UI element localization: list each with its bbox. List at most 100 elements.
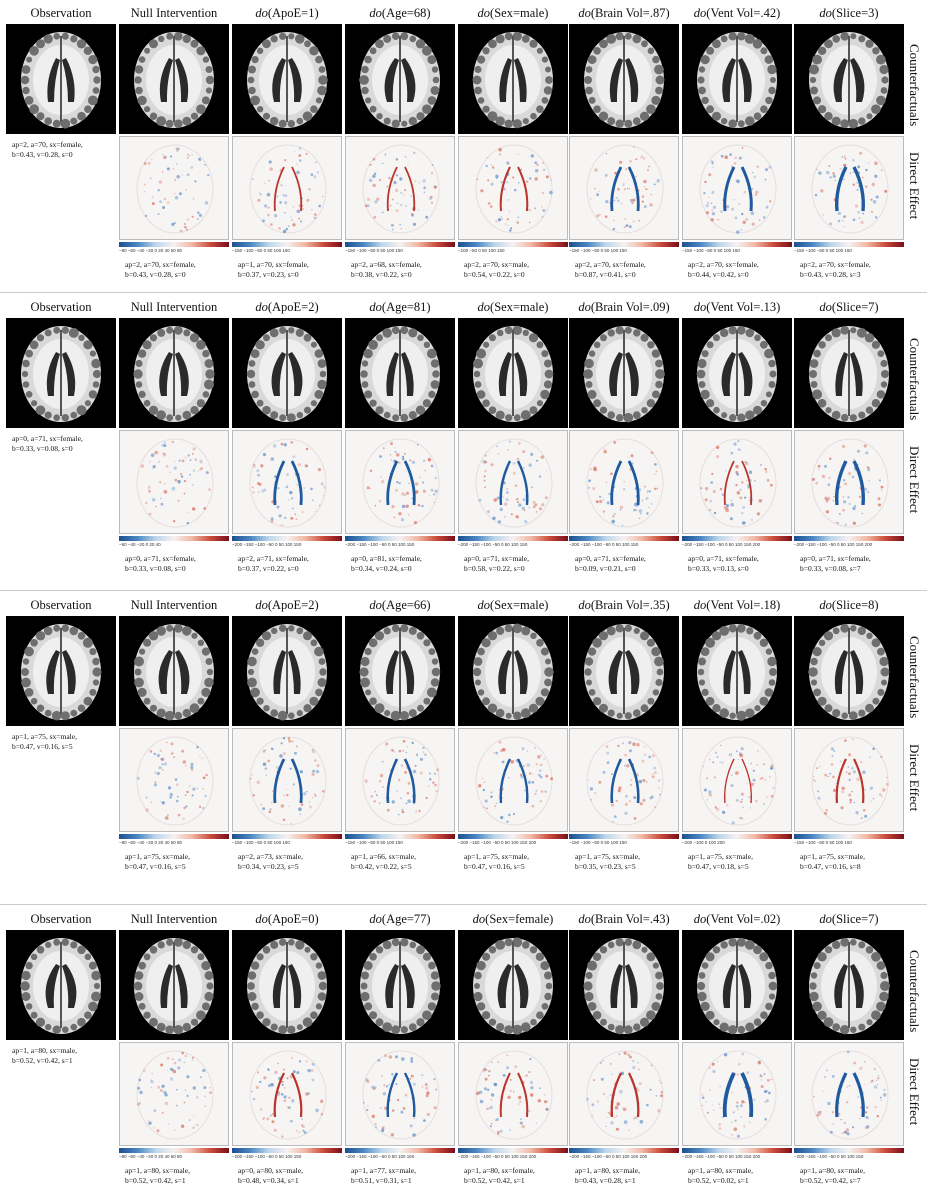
sulcus [753,1018,762,1026]
diff-speckle [873,1067,877,1071]
sulcus [428,961,436,970]
diff-speckle [278,227,281,230]
diff-speckle [176,1088,178,1091]
counterfactual-image [569,616,679,726]
diff-speckle [614,1116,616,1119]
diff-speckle [202,776,206,780]
diff-speckle [829,772,832,775]
sulcus [824,704,833,713]
diff-speckle [536,163,539,166]
diff-speckle [390,442,393,446]
diff-speckle [709,758,711,761]
diff-speckle [261,489,265,493]
counterfactual-image [119,930,229,1040]
diff-speckle [764,778,767,781]
sulcus [632,940,642,950]
sulcus [809,359,819,368]
diff-speckle [518,1103,520,1105]
diff-speckle [521,747,525,751]
sulcus [361,971,369,980]
sulcus [737,32,746,41]
diff-outline [475,736,553,826]
direct-effect-map [682,728,792,832]
diff-speckle [298,807,302,811]
diff-speckle [391,198,394,201]
diff-speckle [605,152,607,155]
sulcus [21,992,31,1001]
counterfactual-caption: ap=1, a=66, sx=male,b=0.42, v=0.22, s=5 [351,852,416,872]
sulcus [865,946,874,954]
sulcus [288,327,295,334]
sulcus [472,667,482,677]
column-header-intervention: do(Brain Vol=.87) [578,6,670,20]
sulcus [623,1025,633,1035]
diff-outline [699,1050,777,1140]
ventricle-left [499,58,512,102]
diff-speckle [764,467,767,471]
diff-speckle [708,508,712,512]
diff-speckle [863,1083,865,1085]
diff-speckle [183,480,186,483]
diff-speckle [729,517,733,521]
colorbar [232,834,342,839]
diff-speckle [733,198,736,201]
ventricle-right [288,352,303,396]
sulcus [754,334,761,342]
sulcus [712,39,721,49]
diff-speckle [766,796,768,798]
sulcus [26,56,33,63]
diff-speckle [750,762,753,765]
diff-outline [249,438,327,528]
diff-speckle [498,153,502,156]
diff-speckle [855,811,859,815]
diff-speckle [476,1091,480,1095]
diff-speckle [301,1124,304,1127]
sulcus [35,631,46,641]
sulcus [720,328,729,338]
diff-speckle [308,801,311,803]
column-header-intervention: do(Vent Vol=.02) [693,912,781,926]
caption-line: b=0.37, v=0.22, s=0 [238,564,299,573]
sulcus [173,325,183,335]
sulcus [423,697,431,705]
diff-speckle [161,763,164,766]
diff-speckle [179,472,183,476]
sulcus [880,981,890,991]
diff-speckle [602,1092,606,1096]
sulcus [753,945,762,955]
diff-speckle [870,210,874,213]
diff-speckle [191,483,194,486]
sulcus [505,414,513,422]
diff-speckle [395,1083,398,1086]
sulcus [879,991,889,1002]
diff-speckle [158,461,160,463]
colorbar [569,536,679,541]
sulcus [652,689,660,696]
sulcus [45,1023,52,1031]
diff-ventricle-right [291,166,303,212]
diff-speckle [255,1085,259,1089]
diff-speckle [590,799,592,801]
sulcus [701,96,709,105]
diff-speckle [372,157,376,161]
ventricle-right [514,964,529,1008]
diff-speckle [476,178,479,181]
diff-speckle [842,444,846,449]
diff-speckle [424,1083,428,1086]
diff-speckle [753,1098,756,1101]
diff-speckle [719,1086,721,1088]
diff-speckle [848,778,851,781]
sulcus [592,952,602,961]
diff-speckle [514,1065,518,1069]
sulcus [488,39,497,49]
ventricle-left [834,964,848,1008]
diff-speckle [824,773,827,777]
diff-speckle [744,522,746,524]
diff-speckle [512,812,516,816]
diff-speckle [751,519,753,521]
diff-speckle [840,806,844,810]
diff-speckle [282,818,286,821]
diff-speckle [615,800,618,802]
diff-speckle [878,479,881,482]
diff-speckle [421,505,424,508]
